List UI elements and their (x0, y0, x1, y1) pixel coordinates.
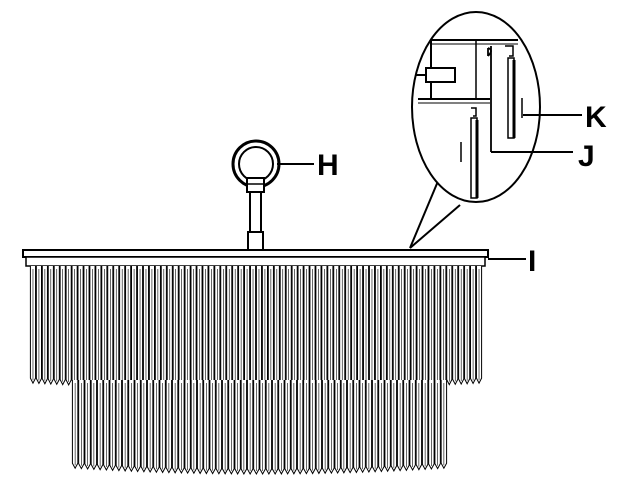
label-h: H (317, 149, 339, 182)
upper-crystal-tier (29, 266, 483, 391)
frame-ring (22, 249, 489, 267)
leader-lines (277, 114, 582, 260)
label-i: I (528, 245, 536, 278)
lower-crystal-tier (71, 380, 448, 476)
detail-callout (408, 2, 541, 249)
label-j: J (578, 140, 595, 173)
label-k: K (585, 101, 607, 134)
hanging-rod (246, 177, 265, 251)
